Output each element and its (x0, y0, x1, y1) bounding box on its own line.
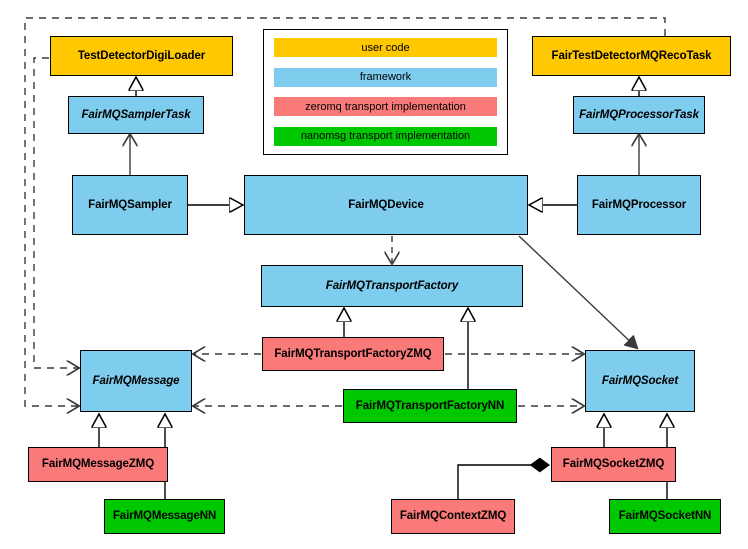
legend-label-user-code: user code (361, 41, 410, 54)
class-node-FairMQMessageZMQ[interactable]: FairMQMessageZMQ (28, 447, 168, 482)
legend-item-zeromq: zeromq transport implementation (274, 97, 497, 117)
class-node-FairMQTransportFactoryNN[interactable]: FairMQTransportFactoryNN (343, 389, 517, 423)
class-node-FairMQSocketNN[interactable]: FairMQSocketNN (609, 499, 721, 534)
legend-label-framework: framework (359, 71, 412, 84)
class-node-label: TestDetectorDigiLoader (77, 49, 206, 62)
class-node-label: FairMQMessageZMQ (41, 458, 155, 471)
class-node-TestDetectorDigiLoader[interactable]: TestDetectorDigiLoader (50, 36, 233, 76)
class-node-label: FairMQProcessor (591, 198, 687, 211)
legend-label-zeromq: zeromq transport implementation (305, 100, 466, 113)
class-node-FairTestDetectorMQRecoTask[interactable]: FairTestDetectorMQRecoTask (532, 36, 731, 76)
class-node-FairMQSocketZMQ[interactable]: FairMQSocketZMQ (551, 447, 676, 482)
class-node-label: FairMQDevice (348, 198, 424, 211)
class-node-label: FairMQTransportFactory (325, 279, 459, 292)
class-node-FairMQMessage[interactable]: FairMQMessage (80, 350, 192, 412)
legend-item-framework: framework (274, 67, 497, 87)
class-node-FairMQSocket[interactable]: FairMQSocket (585, 350, 695, 412)
class-node-label: FairMQProcessorTask (579, 108, 699, 121)
class-node-label: FairMQSocket (601, 374, 679, 387)
class-node-label: FairMQMessageNN (112, 510, 217, 523)
class-node-label: FairMQTransportFactoryNN (355, 399, 505, 412)
class-node-FairMQSamplerTask[interactable]: FairMQSamplerTask (68, 96, 204, 134)
class-node-FairMQMessageNN[interactable]: FairMQMessageNN (104, 499, 225, 534)
class-node-FairMQTransportFactory[interactable]: FairMQTransportFactory (261, 265, 523, 307)
class-node-label: FairMQContextZMQ (399, 510, 507, 523)
class-node-FairMQContextZMQ[interactable]: FairMQContextZMQ (391, 499, 515, 534)
legend-item-nanomsg: nanomsg transport implementation (274, 126, 497, 146)
class-node-label: FairMQTransportFactoryZMQ (274, 347, 432, 360)
class-node-label: FairMQMessage (92, 374, 180, 387)
class-node-FairMQProcessor[interactable]: FairMQProcessor (577, 175, 701, 235)
legend-label-nanomsg: nanomsg transport implementation (300, 130, 471, 143)
class-node-label: FairMQSocketZMQ (562, 458, 665, 471)
legend-item-user-code: user code (274, 38, 497, 57)
class-node-FairMQSampler[interactable]: FairMQSampler (72, 175, 188, 235)
class-node-label: FairMQSamplerTask (81, 108, 191, 121)
class-node-FairMQTransportFactoryZMQ[interactable]: FairMQTransportFactoryZMQ (262, 337, 444, 371)
class-node-FairMQProcessorTask[interactable]: FairMQProcessorTask (573, 96, 705, 134)
class-node-label: FairMQSampler (88, 198, 172, 211)
class-node-label: FairMQSocketNN (618, 510, 712, 523)
class-node-FairMQDevice[interactable]: FairMQDevice (244, 175, 528, 235)
legend-panel: user code framework zeromq transport imp… (263, 29, 508, 155)
class-node-label: FairTestDetectorMQRecoTask (551, 49, 712, 62)
